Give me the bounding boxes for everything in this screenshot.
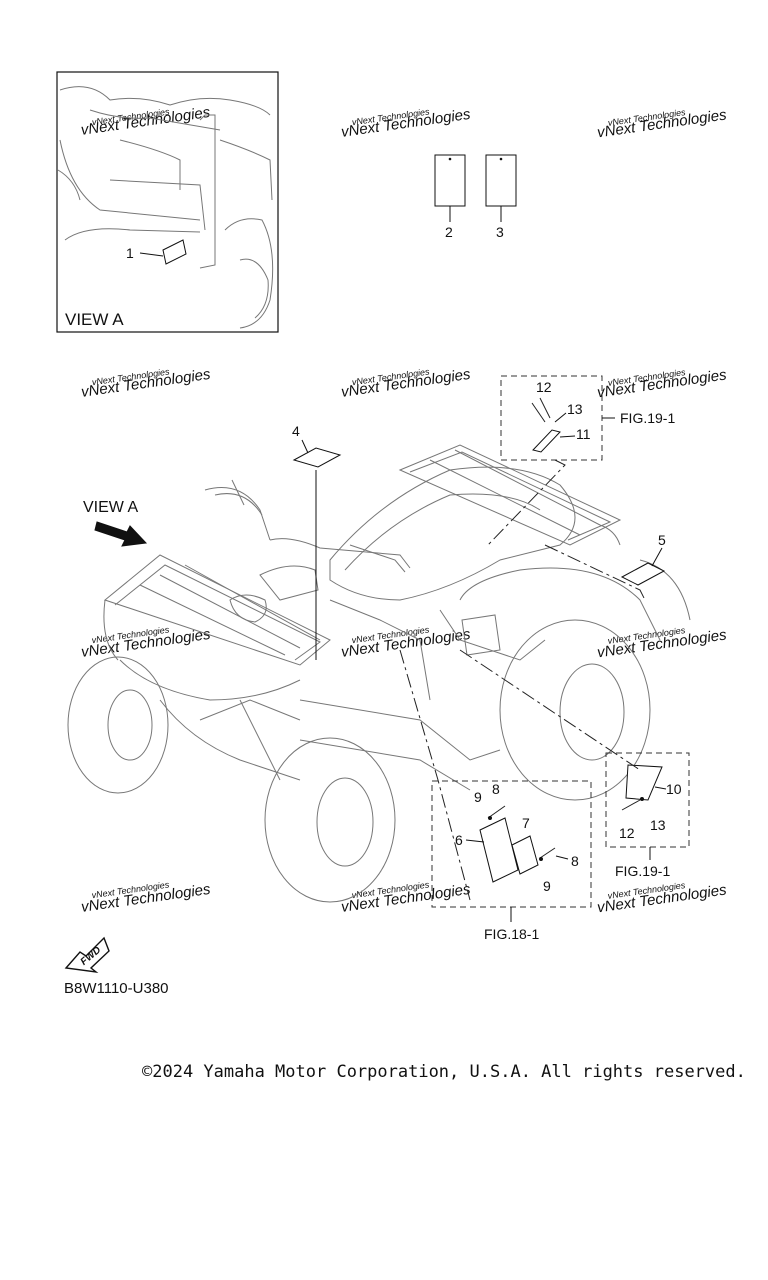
leader-line — [139, 252, 164, 257]
plate-7 — [511, 835, 539, 875]
callout-9: 9 — [474, 789, 482, 805]
diagram-code: B8W1110-U380 — [64, 980, 169, 997]
label-11 — [532, 429, 561, 453]
fastener-12 — [621, 799, 641, 811]
fastener-9 — [539, 857, 543, 861]
inset-vehicle-outline — [57, 86, 274, 329]
fig-ref-19-1-upper: FIG.19-1 — [620, 410, 675, 426]
view-a-arrow-group: VIEW A — [83, 499, 148, 547]
fwd-arrow-icon: FWD — [64, 936, 110, 974]
chain-line — [487, 459, 566, 546]
chain-line — [459, 649, 641, 771]
plate-6 — [479, 817, 519, 883]
callout-10: 10 — [666, 781, 682, 797]
label-3 — [485, 154, 517, 207]
callout-13-lower: 13 — [650, 817, 666, 833]
label-hole — [499, 157, 503, 161]
label-4 — [292, 447, 342, 468]
label-5-group: 5 — [544, 532, 666, 601]
copyright-notice: ©2024 Yamaha Motor Corporation, U.S.A. A… — [142, 1062, 746, 1082]
atv-outline — [67, 444, 691, 903]
callout-13: 13 — [567, 401, 583, 417]
callout-2: 2 — [445, 224, 453, 240]
callout-8b: 8 — [571, 853, 579, 869]
label-5 — [620, 562, 666, 586]
detail-box-fig19: 10 12 13 FIG.19-1 — [459, 649, 690, 879]
fastener-12 — [531, 402, 546, 423]
leader-line — [465, 839, 485, 843]
callout-9b: 9 — [543, 878, 551, 894]
chain-line — [399, 649, 471, 901]
inset-title: VIEW A — [65, 310, 124, 329]
callout-12-lower: 12 — [619, 825, 635, 841]
leader-line — [555, 855, 569, 860]
callout-7: 7 — [522, 815, 530, 831]
view-direction-arrow-icon — [94, 521, 148, 547]
fastener-9 — [488, 816, 492, 820]
detail-box-fig18: 9 8 6 7 8 9 FIG.18-1 — [399, 649, 592, 942]
loose-labels: 2 3 — [434, 154, 517, 240]
fastener-8 — [487, 805, 506, 819]
dashed-frame — [605, 752, 690, 848]
view-a-inset: 1 VIEW A — [56, 71, 279, 333]
callout-1: 1 — [126, 245, 134, 261]
callout-8: 8 — [492, 781, 500, 797]
leader-line — [554, 412, 567, 423]
detail-box-upper: 12 13 11 FIG.19-1 — [487, 375, 675, 546]
label-4-group: 4 — [292, 423, 342, 660]
leader-line — [654, 786, 667, 790]
callout-3: 3 — [496, 224, 504, 240]
label-2 — [434, 154, 466, 207]
plate-10 — [625, 764, 663, 801]
fastener-12 — [539, 397, 551, 419]
warning-label-1 — [162, 239, 187, 265]
chain-line — [544, 544, 646, 601]
callout-11: 11 — [576, 426, 591, 442]
callout-6: 6 — [455, 832, 463, 848]
fastener-13 — [640, 797, 644, 801]
label-hole — [448, 157, 452, 161]
callout-4: 4 — [292, 423, 300, 439]
fig-ref-19-1-lower: FIG.19-1 — [615, 863, 670, 879]
fastener-8 — [539, 847, 556, 859]
leader-line — [651, 547, 663, 567]
leader-line — [559, 435, 576, 438]
fig-ref-18-1: FIG.18-1 — [484, 926, 539, 942]
inset-frame — [56, 71, 279, 333]
view-a-arrow-label: VIEW A — [83, 499, 138, 516]
callout-12: 12 — [536, 379, 552, 395]
callout-5: 5 — [658, 532, 666, 548]
leader-line — [301, 439, 309, 454]
